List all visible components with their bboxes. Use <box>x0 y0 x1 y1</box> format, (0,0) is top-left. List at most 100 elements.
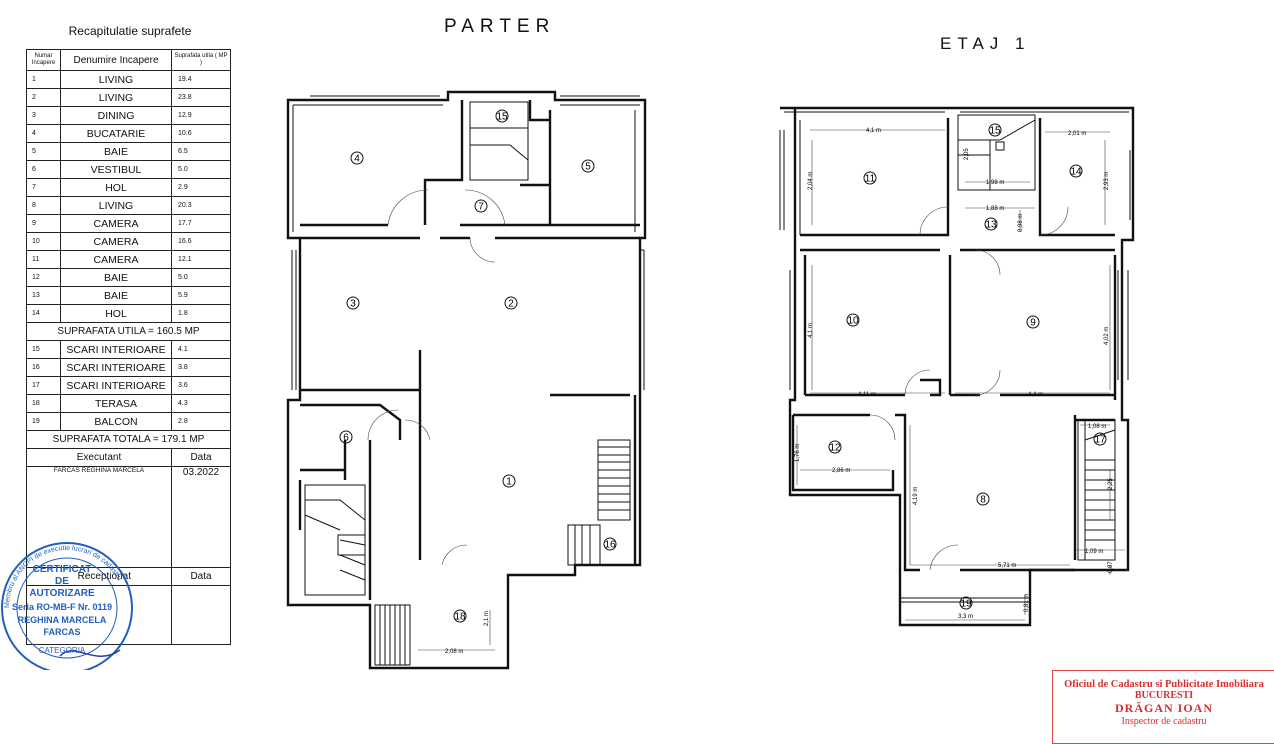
dim-2-08: 2,08 m <box>445 649 463 655</box>
stamp-city: BUCURESTI <box>1134 690 1194 701</box>
room-number-18: 18 <box>454 612 466 623</box>
room-name: LIVING <box>60 88 172 107</box>
room-number-4: 4 <box>354 154 360 165</box>
room-number-2: 2 <box>508 299 514 310</box>
room-marker-4 <box>350 151 364 165</box>
room-number-12: 12 <box>829 443 841 454</box>
cadastre-office-stamp: Oficiul de Cadastru si Publicitate Imobi… <box>1052 670 1274 744</box>
room-marker-8 <box>976 492 990 506</box>
dim-label: 4,1 m <box>866 128 881 134</box>
room-name: SCARI INTERIOARE <box>60 340 172 359</box>
etaj-outer-wall <box>780 106 1135 627</box>
dim-label: 0,81 m <box>1024 594 1030 612</box>
stamp-serie: Seria RO-MB-F Nr. 0119 <box>12 602 112 612</box>
room-marker-17 <box>1093 432 1107 446</box>
dim-label: 1,76 m <box>795 444 801 462</box>
room-marker-5 <box>581 159 595 173</box>
room-number-9: 9 <box>1030 318 1036 329</box>
dim-label: 2,93 m <box>1104 172 1110 190</box>
dim-label: 4,4 m <box>1028 392 1043 398</box>
table-title: Recapitulatie suprafete <box>68 24 192 38</box>
room-name: SCARI INTERIOARE <box>60 376 172 395</box>
dim-label: 0,87 <box>1108 561 1114 573</box>
room-marker-16 <box>603 537 617 551</box>
room-number-17: 17 <box>1094 435 1106 446</box>
room-marker-15e <box>988 123 1002 137</box>
dim-label: 2,25 <box>1108 478 1114 490</box>
room-marker-15p <box>495 109 509 123</box>
room-number-10: 10 <box>847 316 859 327</box>
etaj-title: ETAJ 1 <box>940 34 1031 53</box>
dim-label: 2,01 m <box>1068 131 1086 137</box>
etaj-plan <box>779 106 1135 627</box>
area-summary-table: Numar Incapere Denumire Incapere Suprafa… <box>26 49 231 645</box>
dim-label: 2,86 m <box>832 468 850 474</box>
room-number-3: 3 <box>350 299 356 310</box>
executant-date: 03.2022 <box>171 466 231 568</box>
stamp-inspector-name: DRĂGAN IOAN <box>1115 701 1213 715</box>
room-marker-7 <box>474 199 488 213</box>
stamp-name1: REGHINA MARCELA <box>18 615 107 625</box>
stamp-office: Oficiul de Cadastru si Publicitate Imobi… <box>1064 679 1264 690</box>
room-number-11: 11 <box>865 174 876 185</box>
stamp-inspector-role: Inspector de cadastru <box>1121 716 1207 727</box>
room-marker-3 <box>346 296 360 310</box>
room-number-15p: 15 <box>496 112 508 123</box>
dim-label: 1,09 m <box>1085 549 1103 555</box>
dim-label: 4,02 m <box>1104 327 1110 345</box>
dim-label: 4,1 m <box>808 323 814 338</box>
room-marker-12 <box>828 440 842 454</box>
parter-title: PARTER <box>444 16 556 37</box>
receptionat-date-cell <box>171 585 231 645</box>
stamp-line3: AUTORIZARE <box>29 588 95 599</box>
room-number-15e: 15 <box>989 126 1001 137</box>
stamp-title: CERTIFICAT <box>33 564 92 575</box>
stamp-category: CATEGORIA <box>39 646 86 655</box>
room-marker-19 <box>959 596 973 610</box>
room-number-1: 1 <box>506 477 512 488</box>
room-marker-18 <box>453 609 467 623</box>
dim-label: 1,08 m <box>1088 424 1106 430</box>
dim-label: 5,71 m <box>998 563 1016 569</box>
signature-stroke <box>59 649 121 657</box>
dim-label: 2,04 m <box>808 172 814 190</box>
dim-label: 0,98 m <box>1018 214 1024 232</box>
room-marker-10 <box>846 313 860 327</box>
room-number-8: 8 <box>980 495 986 506</box>
receptionat-name-cell <box>26 585 172 645</box>
room-number-13: 14 <box>1070 167 1082 178</box>
parter-outer-wall <box>286 90 647 670</box>
room-marker-2 <box>504 296 518 310</box>
etaj-room-labels: 11 15 14 13 10 9 12 17 8 19 4,1 m 2,01 m… <box>795 123 1114 620</box>
room-number-16: 16 <box>604 540 616 551</box>
parter-room-labels: 4 5 15 7 3 2 6 1 16 18 2,1 m 2,08 m <box>339 109 617 655</box>
dim-2-1: 2,1 m <box>484 611 490 626</box>
room-number-5: 5 <box>585 162 591 173</box>
dim-label: 2,05 <box>964 148 970 160</box>
room-number-14: 13 <box>985 220 997 231</box>
dim-label: 4,19 m <box>913 487 919 505</box>
room-area: 10.6 <box>171 124 231 143</box>
room-marker-13 <box>1069 164 1083 178</box>
stamp-name2: FARCAS <box>43 627 80 637</box>
room-marker-11 <box>863 171 877 185</box>
room-marker-14 <box>984 217 998 231</box>
parter-plan <box>286 90 647 670</box>
room-marker-1 <box>502 474 516 488</box>
dim-label: 1,98 m <box>986 180 1004 186</box>
dim-label: 4,11 m <box>858 392 876 398</box>
room-number-19: 19 <box>960 599 972 610</box>
room-number-7: 7 <box>478 202 484 213</box>
dim-label: 1,88 m <box>986 206 1004 212</box>
room-number-6: 6 <box>343 433 349 444</box>
